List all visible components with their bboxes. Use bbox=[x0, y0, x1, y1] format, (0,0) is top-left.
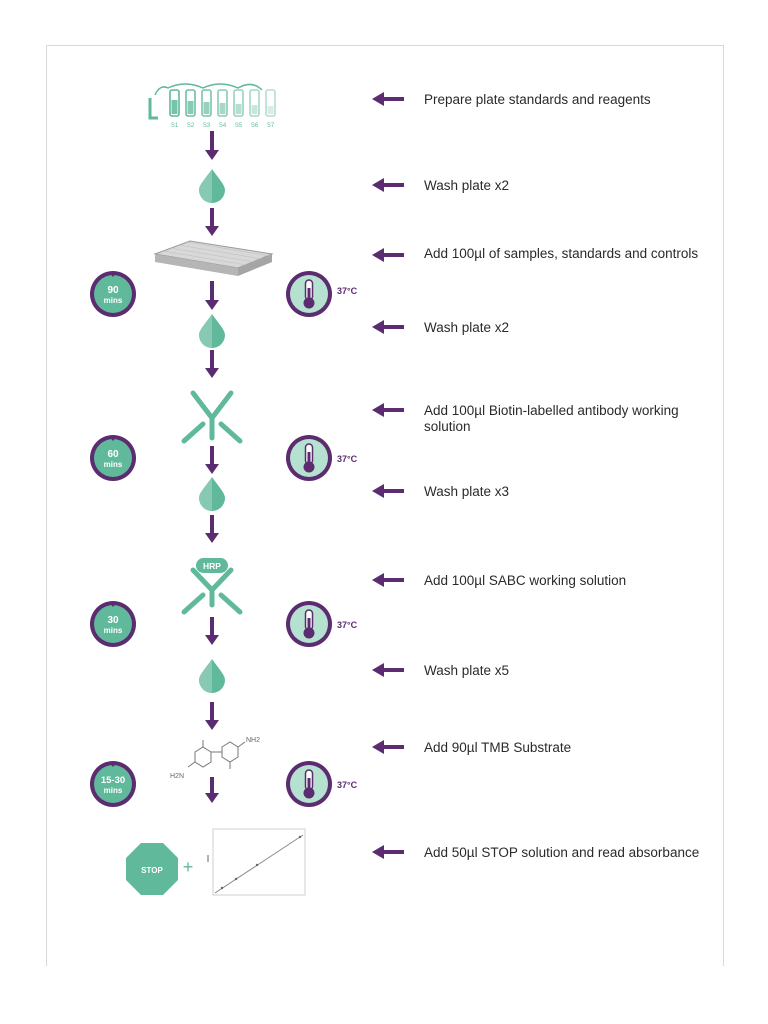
temperature-label: 37°C bbox=[337, 454, 358, 464]
temperature-label: 37°C bbox=[337, 780, 358, 790]
step-label: Add 90µl TMB Substrate bbox=[424, 740, 572, 755]
step-pointer-arrow bbox=[372, 248, 404, 262]
flow-down-arrow bbox=[205, 702, 219, 730]
step-pointer-arrow bbox=[372, 92, 404, 106]
temperature-label: 37°C bbox=[337, 620, 358, 630]
absorbance-plot-icon bbox=[207, 828, 306, 896]
step-label: Prepare plate standards and reagents bbox=[424, 92, 651, 107]
step-pointer-arrow bbox=[372, 845, 404, 859]
standard-tubes-icon: S1 S2 S3 S4 S5 S6 S7 bbox=[148, 83, 276, 129]
flow-down-arrow bbox=[205, 515, 219, 543]
flow-down-arrow bbox=[205, 208, 219, 236]
step-label: Wash plate x2 bbox=[424, 320, 510, 335]
step-label: Wash plate x5 bbox=[424, 663, 510, 678]
standard-tube-icon: S5 bbox=[233, 89, 244, 129]
tube-label: S2 bbox=[187, 123, 195, 129]
standard-tube-icon: S4 bbox=[217, 89, 228, 129]
nh2-text: NH2 bbox=[246, 737, 260, 744]
tube-label: S5 bbox=[235, 123, 243, 129]
tube-label: S4 bbox=[219, 123, 227, 129]
temperature-label: 37°C bbox=[337, 286, 358, 296]
step-pointer-arrow bbox=[372, 740, 404, 754]
standard-tube-icon: S3 bbox=[201, 89, 212, 129]
step-label: Add 100µl of samples, standards and cont… bbox=[424, 246, 699, 261]
thermometer-icon: 37°C bbox=[286, 601, 358, 647]
tube-label: S1 bbox=[171, 123, 179, 129]
thermometer-icon: 37°C bbox=[286, 761, 358, 807]
step-label: Add 50µl STOP solution and read absorban… bbox=[424, 845, 700, 860]
step-pointer-arrow bbox=[372, 178, 404, 192]
flow-down-arrow bbox=[205, 446, 219, 474]
timer-value: 60 bbox=[107, 449, 119, 460]
tmb-molecule-icon: NH2 H2N bbox=[170, 737, 260, 780]
standard-tube-icon: S7 bbox=[265, 89, 276, 129]
wash-drop-icon bbox=[199, 314, 225, 348]
step-pointer-arrow bbox=[372, 573, 404, 587]
step-label: Add 100µl SABC working solution bbox=[424, 573, 627, 588]
step-pointer-arrow bbox=[372, 663, 404, 677]
step-pointer-arrow bbox=[372, 320, 404, 334]
wash-drop-icon bbox=[199, 169, 225, 203]
thermometer-icon: 37°C bbox=[286, 435, 358, 481]
timer-unit: mins bbox=[104, 626, 123, 635]
flow-down-arrow bbox=[205, 281, 219, 310]
hrp-antibody-icon: HRP bbox=[181, 558, 243, 615]
wash-drop-icon bbox=[199, 659, 225, 693]
thermometer-icon: 37°C bbox=[286, 271, 358, 317]
stop-solution-icon: STOP bbox=[126, 843, 178, 895]
standard-tube-icon: S2 bbox=[185, 89, 196, 129]
tube-label: S3 bbox=[203, 123, 211, 129]
standard-tube-icon: S1 bbox=[169, 89, 180, 129]
hrp-tag bbox=[196, 558, 228, 573]
timer-value: 15-30 bbox=[101, 775, 125, 786]
flow-down-arrow bbox=[205, 131, 219, 160]
timer-unit: mins bbox=[104, 296, 123, 305]
timer-value: 90 bbox=[107, 285, 119, 296]
step-label: Wash plate x2 bbox=[424, 178, 510, 193]
timer-value: 30 bbox=[107, 615, 119, 626]
h2n-text: H2N bbox=[170, 773, 184, 780]
flow-down-arrow bbox=[205, 777, 219, 803]
stop-text: STOP bbox=[141, 866, 163, 875]
standard-tube-icon: S6 bbox=[249, 89, 260, 129]
plus-sign: + bbox=[183, 857, 194, 877]
tube-label: S6 bbox=[251, 123, 259, 129]
tube-label: S7 bbox=[267, 123, 275, 129]
antibody-icon bbox=[181, 390, 243, 444]
flow-down-arrow bbox=[205, 350, 219, 378]
step-pointer-arrow bbox=[372, 403, 404, 417]
timer-unit: mins bbox=[104, 786, 123, 795]
step-pointer-arrow bbox=[372, 484, 404, 498]
wash-drop-icon bbox=[199, 477, 225, 511]
hrp-text: HRP bbox=[203, 561, 221, 571]
flow-down-arrow bbox=[205, 617, 219, 645]
step-label: Wash plate x3 bbox=[424, 484, 510, 499]
step-label: Add 100µl Biotin-labelled antibody worki… bbox=[424, 403, 679, 434]
timer-unit: mins bbox=[104, 460, 123, 469]
diagram-frame bbox=[46, 45, 724, 966]
microplate-icon bbox=[153, 240, 274, 276]
